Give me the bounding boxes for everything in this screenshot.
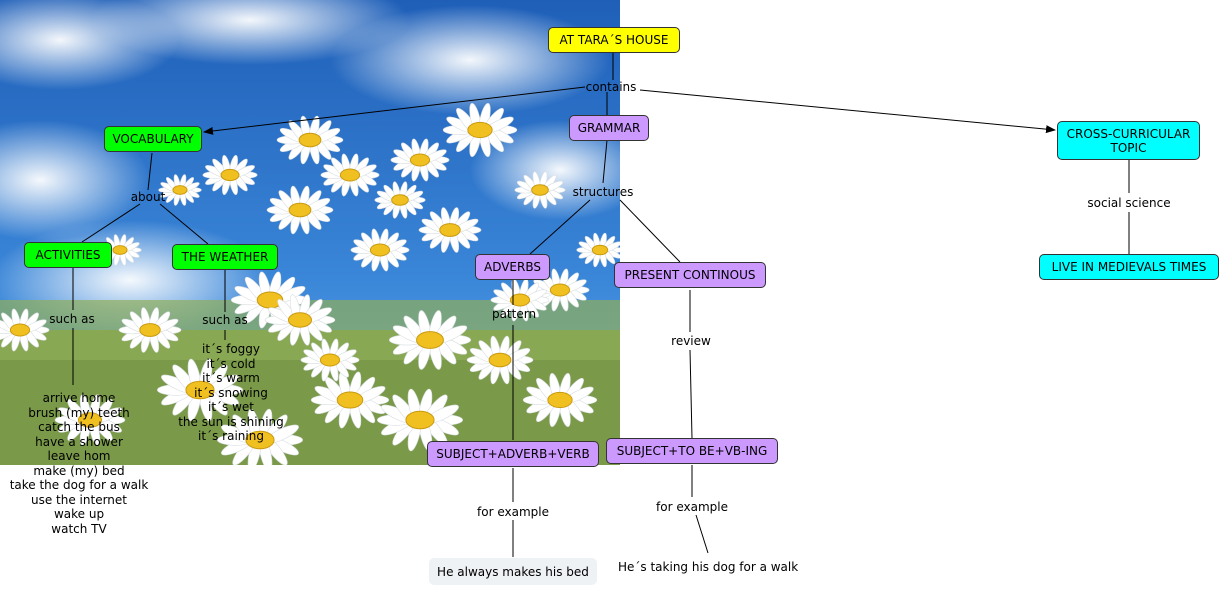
daisy-flower: [522, 372, 598, 428]
daisy-flower: [266, 185, 334, 235]
daisy-flower: [374, 181, 426, 219]
node-the-weather[interactable]: THE WEATHER: [172, 244, 278, 270]
activity-item: leave hom: [47, 449, 111, 463]
weather-item: it´s raining: [198, 429, 264, 443]
activity-item: take the dog for a walk: [9, 478, 149, 492]
daisy-flower: [530, 268, 590, 312]
weather-item: it´s warm: [202, 371, 260, 385]
link-label-such-as-activities: such as: [49, 312, 95, 326]
link-label-for-example-2: for example: [656, 500, 728, 514]
link-label-for-example-1: for example: [477, 505, 549, 519]
node-example-makes-bed[interactable]: He always makes his bed: [429, 558, 597, 585]
daisy-flower: [300, 338, 360, 382]
daisy-flower: [418, 207, 482, 253]
link-label-social-science: social science: [1087, 196, 1171, 210]
daisy-flower: [276, 115, 344, 165]
daisy-flower: [310, 371, 390, 429]
link-label-review: review: [671, 334, 711, 348]
activity-item: use the internet: [30, 492, 128, 507]
daisy-flower: [98, 234, 142, 266]
daisy-flower: [377, 388, 463, 452]
daisy-flower: [118, 307, 182, 353]
daisy-flower: [157, 358, 243, 422]
daisy-flower: [390, 138, 450, 182]
daisy-flower: [320, 153, 380, 197]
link-label-contains: contains: [585, 80, 637, 94]
node-live-in-medievals-times[interactable]: LIVE IN MEDIEVALS TIMES: [1039, 254, 1219, 280]
activity-item: brush (my) teeth: [28, 405, 130, 420]
daisy-flower: [217, 408, 303, 465]
daisy-flower: [264, 294, 336, 346]
link-label-pattern: pattern: [491, 307, 537, 321]
daisy-flower: [230, 271, 310, 329]
node-activities[interactable]: ACTIVITIES: [24, 242, 112, 268]
daisy-flower: [54, 394, 126, 446]
daisy-flower: [388, 310, 472, 370]
daisy-flower: [442, 102, 518, 158]
weather-item: it´s snowing: [194, 385, 268, 400]
link-label-such-as-weather: such as: [202, 313, 248, 327]
node-cross-curricular-topic[interactable]: CROSS-CURRICULAR TOPIC: [1057, 121, 1200, 160]
node-present-continous[interactable]: PRESENT CONTINOUS: [614, 262, 766, 288]
activity-item: arrive home: [42, 391, 116, 405]
daisy-flower: [202, 155, 258, 195]
daisy-flower: [490, 278, 550, 322]
weather-item: the sun is shining: [178, 414, 284, 429]
activity-item: wake up: [53, 507, 105, 521]
daisy-flower: [576, 232, 620, 268]
node-vocabulary[interactable]: VOCABULARY: [104, 126, 202, 152]
weather-item: it´s wet: [207, 400, 255, 414]
daisy-flower: [158, 174, 202, 206]
node-example-taking-dog[interactable]: He´s taking his dog for a walk: [618, 560, 799, 574]
activity-item: watch TV: [51, 521, 107, 536]
activity-item: have a shower: [35, 434, 123, 449]
link-label-structures: structures: [572, 185, 634, 199]
weather-item: it´s foggy: [201, 342, 261, 356]
activity-item: catch the bus: [38, 420, 120, 434]
weather-item: it´s cold: [206, 356, 256, 371]
link-label-about: about: [130, 190, 166, 204]
node-subject-adverb-verb[interactable]: SUBJECT+ADVERB+VERB: [427, 441, 599, 467]
daisy-background-image: [0, 0, 620, 465]
node-subject-to-be-vb-ing[interactable]: SUBJECT+TO BE+VB-ING: [606, 438, 778, 464]
daisy-flower: [0, 308, 50, 352]
daisy-flower: [350, 228, 410, 272]
node-at-taras-house[interactable]: AT TARA´S HOUSE: [548, 27, 680, 53]
node-grammar[interactable]: GRAMMAR: [569, 115, 649, 141]
activity-item: make (my) bed: [33, 463, 125, 478]
node-adverbs[interactable]: ADVERBS: [475, 254, 550, 280]
daisy-flower: [466, 335, 534, 385]
daisy-flower: [514, 171, 566, 209]
